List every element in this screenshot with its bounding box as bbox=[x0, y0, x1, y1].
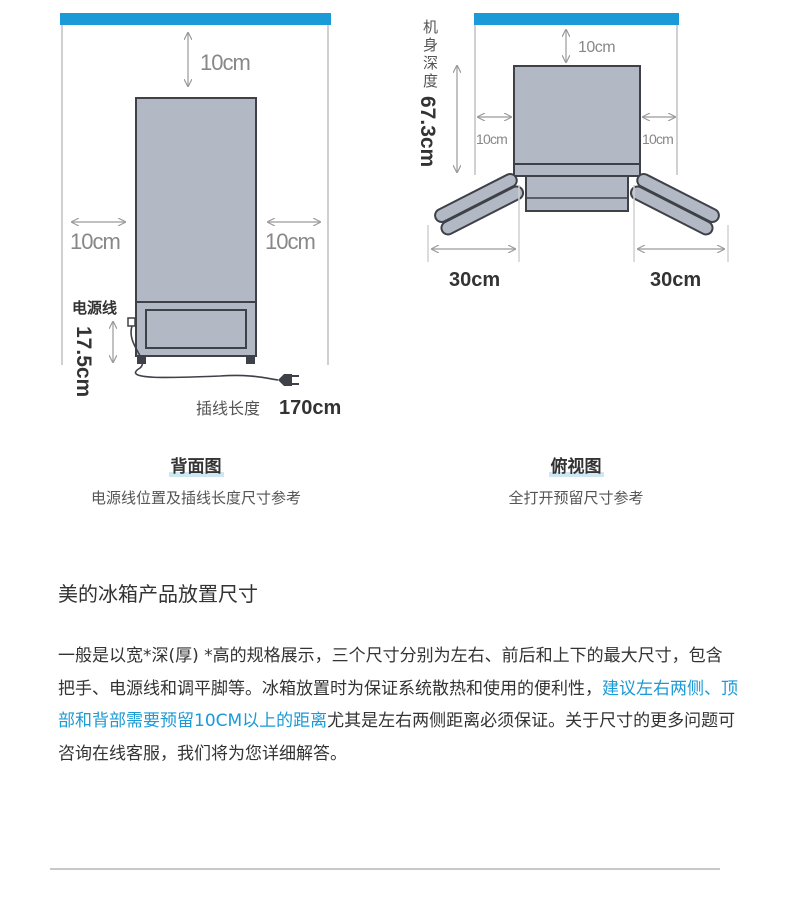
depth-value: 67.3cm bbox=[416, 96, 439, 167]
body-text-highlight: 建议左右两侧、顶部和背部需要预留10CM以上的距离 bbox=[58, 678, 738, 732]
plug-icon bbox=[278, 374, 299, 386]
right-door-label: 30cm bbox=[650, 269, 701, 291]
depth-label: 机 身 深 度 bbox=[423, 18, 443, 90]
plug-length-value: 170cm bbox=[279, 397, 341, 419]
plug-length-label: 插线长度 bbox=[196, 399, 260, 418]
depth-label-char: 机 bbox=[423, 18, 438, 36]
cord-height-label: 17.5cm bbox=[72, 326, 95, 397]
top-top-gap-label: 10cm bbox=[578, 39, 615, 56]
power-cord-socket bbox=[127, 317, 136, 327]
top-fridge-door-edge bbox=[513, 163, 641, 177]
power-cord-label: 电源线 bbox=[72, 299, 117, 317]
depth-label-char: 深 bbox=[423, 54, 438, 72]
top-left-gap-label: 10cm bbox=[476, 131, 507, 147]
back-view: 10cm 10cm 10cm 电源线 17.5cm 插线长度 170cm bbox=[60, 13, 341, 419]
top-right-gap-label: 10cm bbox=[642, 131, 673, 147]
body-text-part1: 一般是以宽*深(厚) *高的规格展示，三个尺寸分别为左右、前后和上下的最大尺寸，… bbox=[58, 646, 723, 699]
back-top-gap-label: 10cm bbox=[200, 50, 250, 75]
top-fridge-body bbox=[513, 65, 641, 165]
left-door-label: 30cm bbox=[449, 269, 500, 291]
back-view-caption-title: 背面图 bbox=[168, 452, 224, 477]
back-foot-right bbox=[246, 356, 255, 364]
top-view-wall-top bbox=[474, 13, 679, 25]
back-left-gap-label: 10cm bbox=[70, 229, 120, 254]
depth-label-char: 度 bbox=[423, 72, 438, 90]
back-view-caption: 背面图 电源线位置及插线长度尺寸参考 bbox=[46, 452, 346, 508]
depth-label-char: 身 bbox=[423, 36, 438, 54]
back-view-caption-sub: 电源线位置及插线长度尺寸参考 bbox=[90, 489, 301, 507]
back-compressor-panel bbox=[145, 309, 247, 349]
section-body: 一般是以宽*深(厚) *高的规格展示，三个尺寸分别为左右、前后和上下的最大尺寸，… bbox=[58, 640, 738, 770]
right-open-door bbox=[629, 172, 720, 236]
left-open-door bbox=[434, 172, 525, 236]
top-view: 10cm 机 身 深 度 67.3cm 10cm 10cm bbox=[416, 13, 729, 291]
top-view-caption: 俯视图 全打开预留尺寸参考 bbox=[426, 452, 726, 508]
bottom-divider bbox=[50, 868, 720, 870]
section-heading: 美的冰箱产品放置尺寸 bbox=[58, 582, 258, 606]
top-view-caption-sub: 全打开预留尺寸参考 bbox=[508, 489, 644, 507]
fridge-placement-diagram: 10cm 10cm 10cm 电源线 17.5cm 插线长度 170cm 10c… bbox=[60, 13, 729, 419]
body-text-part2: 尤其是左右两侧距离必须保证。关于尺寸的更多问题可咨询在线客服，我们将为您详细解答… bbox=[58, 711, 736, 764]
power-cord-wire bbox=[130, 325, 279, 381]
top-fridge-drawer bbox=[525, 175, 629, 212]
back-view-wall-top bbox=[60, 13, 331, 25]
back-right-gap-label: 10cm bbox=[265, 229, 315, 254]
top-view-caption-title: 俯视图 bbox=[548, 452, 604, 477]
